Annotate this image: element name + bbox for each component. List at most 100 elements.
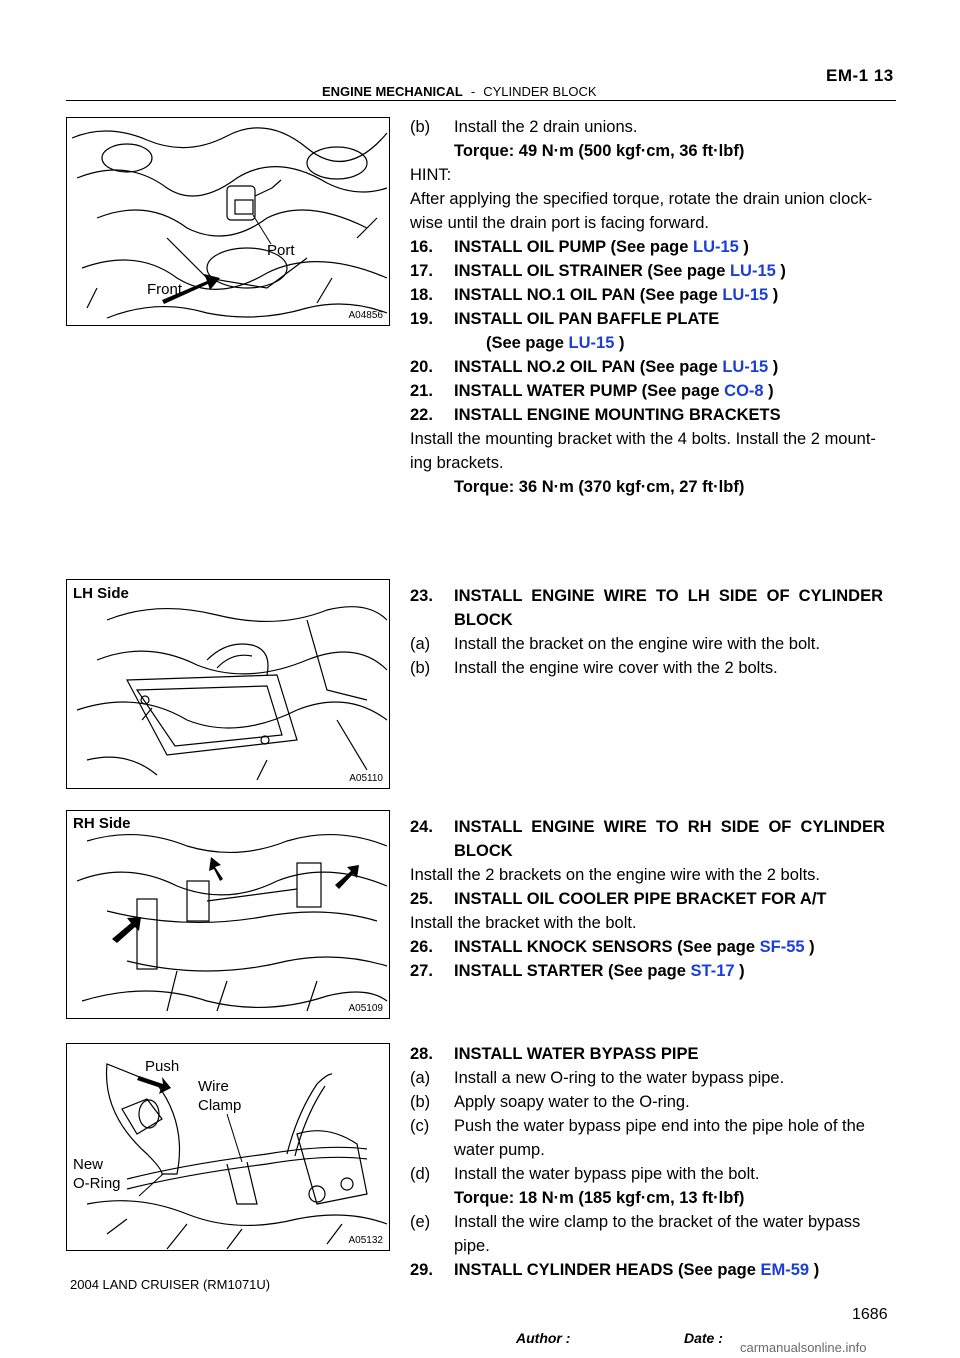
page-link[interactable]: LU-15: [729, 262, 776, 280]
torque-spec: Torque: 49 N·m (500 kgf·cm, 36 ft·lbf): [454, 142, 745, 160]
step-heading: INSTALL NO.1 OIL PAN (See page LU-15 ): [454, 286, 779, 304]
figure-code: A05132: [348, 1235, 383, 1246]
step-number: 22.: [410, 406, 433, 424]
figure-water-bypass-pipe: Push Wire Clamp New O-Ring A05132: [66, 1043, 390, 1251]
figure-code: A04856: [348, 310, 383, 321]
step-heading: INSTALL ENGINE WIRE TO RH SIDE OF CYLIND…: [454, 818, 885, 836]
text-line: (b): [410, 659, 431, 677]
text-line: Install the 2 drain unions.: [454, 118, 638, 136]
step-number: 28.: [410, 1045, 433, 1063]
step-number: 18.: [410, 286, 433, 304]
figure-drain-union: Port Front A04856: [66, 117, 390, 326]
page-code: EM-1 13: [826, 66, 894, 85]
text-line: Install the bracket on the engine wire w…: [454, 635, 820, 653]
text-line: (a): [410, 1069, 431, 1087]
step-heading: BLOCK: [454, 611, 513, 629]
step-heading: INSTALL ENGINE MOUNTING BRACKETS: [454, 406, 781, 424]
section-separator: -: [470, 84, 476, 99]
page-link[interactable]: LU-15: [722, 286, 769, 304]
step-heading: INSTALL STARTER (See page ST-17 ): [454, 962, 745, 980]
text-line: After applying the specified torque, rot…: [410, 190, 873, 208]
page-link[interactable]: LU-15: [722, 358, 769, 376]
text-line: wise until the drain port is facing forw…: [410, 214, 709, 232]
step-heading: INSTALL CYLINDER HEADS (See page EM-59 ): [454, 1261, 820, 1279]
text-line: Install the wire clamp to the bracket of…: [454, 1213, 861, 1231]
torque-spec: Torque: 18 N·m (185 kgf·cm, 13 ft·lbf): [454, 1189, 745, 1207]
date-label: Date :: [684, 1330, 723, 1346]
step-heading: INSTALL OIL PUMP (See page LU-15 ): [454, 238, 749, 256]
text-line: pipe.: [454, 1237, 490, 1255]
figure-label: RH Side: [73, 815, 131, 832]
subsection-title: CYLINDER BLOCK: [483, 84, 597, 99]
text-line: Install the mounting bracket with the 4 …: [410, 430, 876, 448]
section-header: ENGINE MECHANICAL-CYLINDER BLOCK: [322, 84, 597, 99]
figure-label: Push: [145, 1058, 180, 1075]
rh-side-illustration: [76, 833, 388, 1012]
text-line: water pump.: [454, 1141, 545, 1159]
step-heading: INSTALL KNOCK SENSORS (See page SF-55 ): [454, 938, 815, 956]
figure-label: Wire: [198, 1078, 229, 1095]
step-heading: INSTALL OIL PAN BAFFLE PLATE: [454, 310, 720, 328]
step-heading: INSTALL OIL STRAINER (See page LU-15 ): [454, 262, 786, 280]
step-number: 24.: [410, 818, 433, 836]
step-number: 20.: [410, 358, 433, 376]
water-bypass-pipe-illustration: [86, 1063, 388, 1250]
step-heading: INSTALL OIL COOLER PIPE BRACKET FOR A/T: [454, 890, 827, 908]
header-rule: [66, 100, 896, 101]
figure-code: A05110: [349, 773, 383, 784]
figure-label: O-Ring: [73, 1175, 121, 1192]
step-heading: (See page LU-15 ): [486, 334, 625, 352]
figure-label: LH Side: [73, 585, 129, 602]
text-line: (e): [410, 1213, 431, 1231]
figure-code: A05109: [348, 1003, 383, 1014]
step-number: 29.: [410, 1261, 433, 1279]
torque-spec: Torque: 36 N·m (370 kgf·cm, 27 ft·lbf): [454, 478, 745, 496]
text-line: ing brackets.: [410, 454, 504, 472]
step-heading: INSTALL WATER PUMP (See page CO-8 ): [454, 382, 774, 400]
text-line: Install a new O-ring to the water bypass…: [454, 1069, 785, 1087]
page-link[interactable]: SF-55: [759, 938, 805, 956]
step-number: 23.: [410, 587, 433, 605]
text-line: Install the 2 brackets on the engine wir…: [410, 866, 820, 884]
step-number: 17.: [410, 262, 433, 280]
page-link[interactable]: ST-17: [690, 962, 735, 980]
text-line: Apply soapy water to the O-ring.: [454, 1093, 690, 1111]
author-label: Author :: [516, 1330, 571, 1346]
footer-model: 2004 LAND CRUISER (RM1071U): [70, 1277, 271, 1292]
watermark[interactable]: carmanualsonline.info: [740, 1340, 867, 1355]
step-number: 16.: [410, 238, 433, 256]
text-line: HINT:: [410, 166, 452, 184]
step-number: 25.: [410, 890, 433, 908]
page-link[interactable]: EM-59: [760, 1261, 810, 1279]
text-line: Install the bracket with the bolt.: [410, 914, 637, 932]
step-number: 27.: [410, 962, 433, 980]
page-link[interactable]: LU-15: [693, 238, 739, 256]
figure-label: Port: [267, 242, 295, 259]
text-line: (d): [410, 1165, 431, 1183]
section-title: ENGINE MECHANICAL: [322, 84, 463, 99]
step-number: 26.: [410, 938, 433, 956]
lh-side-illustration: [76, 606, 388, 781]
text-line: (a): [410, 635, 431, 653]
text-line: (b): [410, 118, 431, 136]
page-link[interactable]: CO-8: [724, 382, 764, 400]
step-heading: INSTALL WATER BYPASS PIPE: [454, 1045, 699, 1063]
page-number: 1686: [852, 1306, 888, 1323]
text-line: Push the water bypass pipe end into the …: [454, 1117, 865, 1135]
figure-label: Clamp: [198, 1097, 242, 1114]
figure-label: New: [73, 1156, 104, 1173]
figure-label: Front: [147, 281, 183, 298]
text-line: (b): [410, 1093, 431, 1111]
text-line: (c): [410, 1117, 430, 1135]
drain-union-illustration: [71, 127, 388, 319]
step-heading: BLOCK: [454, 842, 513, 860]
figure-lh-side: LH Side A05110: [66, 579, 390, 789]
step-heading: INSTALL ENGINE WIRE TO LH SIDE OF CYLIND…: [454, 587, 884, 605]
text-line: Install the engine wire cover with the 2…: [454, 659, 778, 677]
step-heading: INSTALL NO.2 OIL PAN (See page LU-15 ): [454, 358, 779, 376]
figure-rh-side: RH Side A05109: [66, 810, 390, 1019]
step-number: 19.: [410, 310, 433, 328]
page-link[interactable]: LU-15: [568, 334, 615, 352]
text-line: Install the water bypass pipe with the b…: [454, 1165, 760, 1183]
step-number: 21.: [410, 382, 433, 400]
